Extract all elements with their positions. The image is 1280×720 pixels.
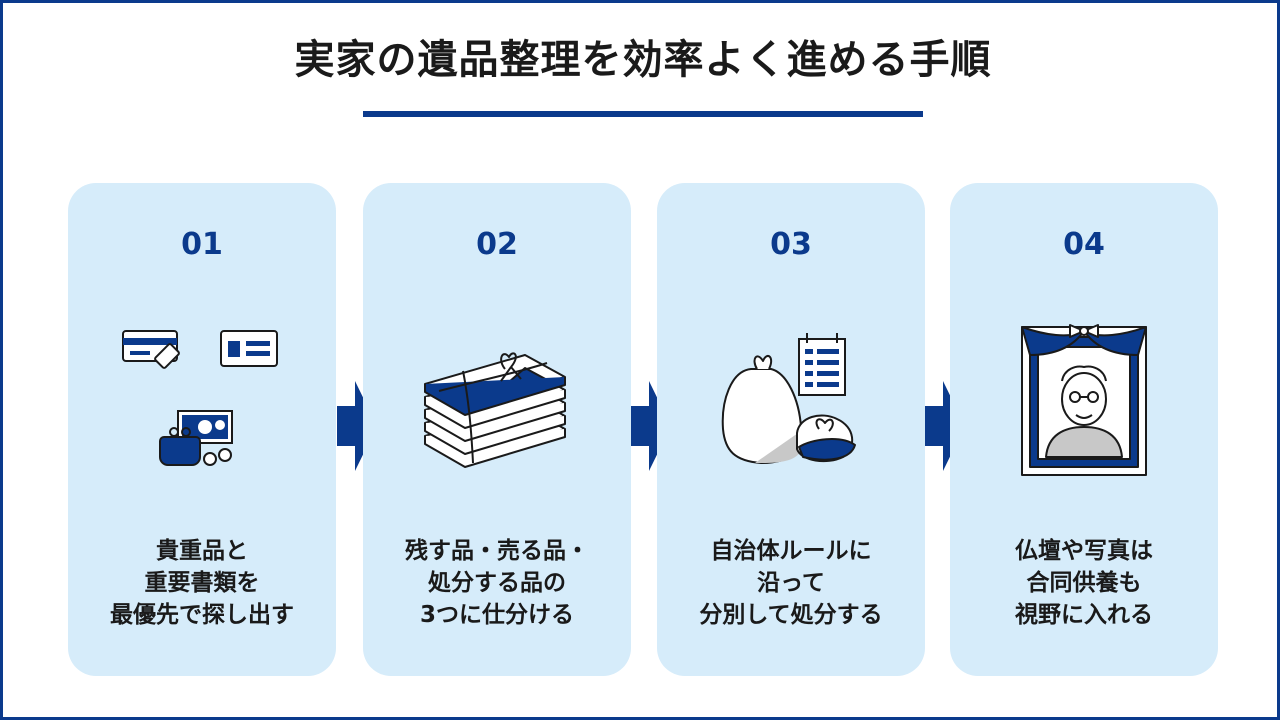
collection-calendar-icon <box>798 333 846 396</box>
step-number: 03 <box>770 227 812 262</box>
trash-bag-small-icon <box>796 414 856 463</box>
step-number: 02 <box>476 227 518 262</box>
step-caption: 仏壇や写真は 合同供養も 視野に入れる <box>1015 538 1153 628</box>
step-number: 04 <box>1063 227 1105 262</box>
step-caption: 自治体ルールに 沿って 分別して処分する <box>699 538 883 628</box>
garbage-bags-icon <box>721 333 856 464</box>
step-number: 01 <box>181 227 223 262</box>
arrow-right-icon <box>337 381 377 471</box>
bundled-items-icon <box>424 352 566 468</box>
trash-bag-icon <box>721 354 803 464</box>
title-underline <box>363 111 923 117</box>
page-title: 実家の遺品整理を効率よく進める手順 <box>294 37 992 83</box>
step-card-01: 01 <box>68 183 336 676</box>
arrow-right-icon <box>631 381 671 471</box>
id-card-icon <box>220 330 278 367</box>
coin-purse-icon <box>159 427 201 466</box>
step-caption: 残す品・売る品・ 処分する品の 3つに仕分ける <box>405 538 589 628</box>
valuables-icon <box>122 330 278 466</box>
memorial-portrait-icon <box>1021 324 1147 476</box>
step-card-04: 04 <box>950 183 1218 676</box>
arrow-right-icon <box>925 381 965 471</box>
coins-icon <box>203 448 232 466</box>
step-card-02: 02 残す品・売る品・ 処分する品の <box>363 183 631 676</box>
step-card-03: 03 <box>657 183 925 676</box>
credit-card-icon <box>122 330 180 369</box>
step-caption: 貴重品と 重要書類を 最優先で探し出す <box>110 538 294 628</box>
